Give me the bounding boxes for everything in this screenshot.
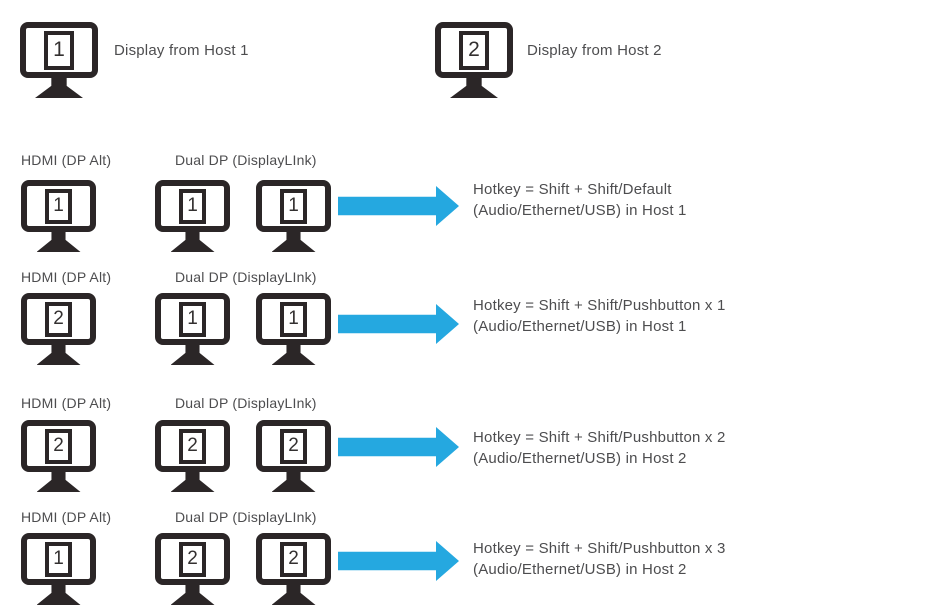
arrow-right-icon [338,541,459,581]
monitor-icon: 1 [256,293,331,365]
monitor-stand-icon [35,77,83,98]
monitor-screen: 2 [256,533,331,585]
monitor-stand-icon [36,471,81,492]
dual-dp-port-label: Dual DP (DisplayLInk) [175,395,317,411]
monitor-icon: 2 [155,420,230,492]
hotkey-description: Hotkey = Shift + Shift/Pushbutton x 2 (A… [473,427,726,469]
monitor-screen: 1 [21,533,96,585]
monitor-screen: 2 [155,420,230,472]
monitor-stand-icon [271,231,316,252]
hotkey-line1: Hotkey = Shift + Shift/Pushbutton x 2 [473,429,726,446]
monitor-stand-icon [271,584,316,605]
hotkey-line1: Hotkey = Shift + Shift/Pushbutton x 3 [473,540,726,557]
monitor-screen: 1 [155,293,230,345]
monitor-number: 2 [280,428,307,464]
monitor-icon: 1 [20,22,98,98]
monitor-stand-icon [450,77,498,98]
legend-label-host1: Display from Host 1 [114,42,249,59]
hotkey-line2: (Audio/Ethernet/USB) in Host 2 [473,450,687,467]
arrow-right-icon [338,427,459,467]
monitor-icon: 2 [21,420,96,492]
dual-dp-port-label: Dual DP (DisplayLInk) [175,269,317,285]
monitor-screen: 2 [21,293,96,345]
monitor-stand-icon [271,344,316,365]
monitor-stand-icon [170,344,215,365]
monitor-number: 1 [45,188,72,224]
hotkey-line2: (Audio/Ethernet/USB) in Host 2 [473,561,687,578]
monitor-icon: 1 [21,533,96,605]
monitor-stand-icon [271,471,316,492]
monitor-icon: 1 [155,293,230,365]
monitor-icon: 2 [21,293,96,365]
dual-dp-port-label: Dual DP (DisplayLInk) [175,152,317,168]
monitor-number: 1 [44,30,74,70]
monitor-stand-icon [36,584,81,605]
monitor-screen: 1 [155,180,230,232]
hotkey-description: Hotkey = Shift + Shift/Default (Audio/Et… [473,179,687,221]
monitor-number: 1 [280,301,307,337]
monitor-number: 1 [45,541,72,577]
legend-label-host2: Display from Host 2 [527,42,662,59]
hdmi-port-label: HDMI (DP Alt) [21,509,112,525]
hotkey-description: Hotkey = Shift + Shift/Pushbutton x 1 (A… [473,295,726,337]
hotkey-line1: Hotkey = Shift + Shift/Pushbutton x 1 [473,297,726,314]
hotkey-line2: (Audio/Ethernet/USB) in Host 1 [473,202,687,219]
hdmi-port-label: HDMI (DP Alt) [21,269,112,285]
hotkey-line2: (Audio/Ethernet/USB) in Host 1 [473,318,687,335]
monitor-number: 1 [179,301,206,337]
monitor-screen: 2 [21,420,96,472]
hdmi-port-label: HDMI (DP Alt) [21,152,112,168]
monitor-icon: 1 [256,180,331,252]
monitor-icon: 2 [435,22,513,98]
monitor-icon: 2 [256,420,331,492]
monitor-screen: 1 [256,180,331,232]
monitor-number: 2 [280,541,307,577]
monitor-stand-icon [170,471,215,492]
monitor-screen: 1 [21,180,96,232]
arrow-right-icon [338,186,459,226]
monitor-number: 2 [179,541,206,577]
monitor-number: 1 [179,188,206,224]
hdmi-port-label: HDMI (DP Alt) [21,395,112,411]
monitor-screen: 2 [155,533,230,585]
monitor-stand-icon [36,344,81,365]
monitor-stand-icon [170,231,215,252]
arrow-right-icon [338,304,459,344]
monitor-number: 2 [45,301,72,337]
monitor-icon: 2 [256,533,331,605]
monitor-icon: 1 [155,180,230,252]
monitor-screen: 1 [20,22,98,78]
monitor-number: 2 [179,428,206,464]
monitor-screen: 1 [256,293,331,345]
hotkey-description: Hotkey = Shift + Shift/Pushbutton x 3 (A… [473,538,726,580]
monitor-number: 1 [280,188,307,224]
dual-dp-port-label: Dual DP (DisplayLInk) [175,509,317,525]
monitor-screen: 2 [435,22,513,78]
monitor-stand-icon [36,231,81,252]
monitor-icon: 1 [21,180,96,252]
hotkey-line1: Hotkey = Shift + Shift/Default [473,181,672,198]
monitor-icon: 2 [155,533,230,605]
monitor-number: 2 [45,428,72,464]
monitor-screen: 2 [256,420,331,472]
monitor-number: 2 [459,30,489,70]
monitor-stand-icon [170,584,215,605]
